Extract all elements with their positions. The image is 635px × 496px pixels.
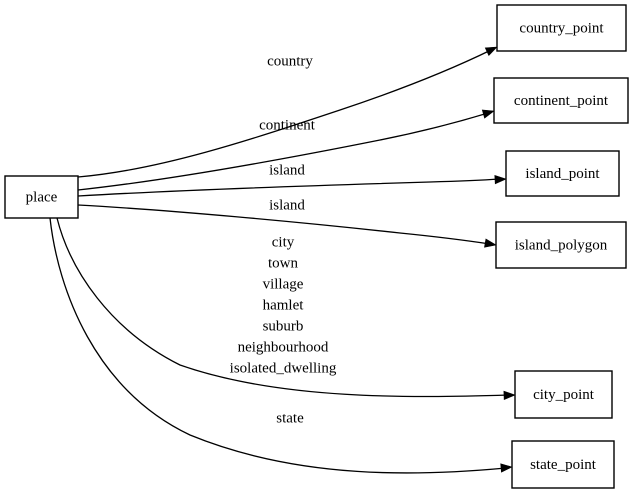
edge-place-to-continent_point[interactable] <box>77 107 495 191</box>
edge-label-text: country <box>267 53 313 69</box>
node-state_point[interactable]: state_point <box>511 440 615 489</box>
edge-label-line: town <box>268 255 299 271</box>
arrow-head-state_point <box>500 463 513 473</box>
node-box-island_polygon[interactable] <box>495 221 627 269</box>
edge-path-island_polygon[interactable] <box>77 204 491 245</box>
edge-label-island_point: island <box>269 162 305 178</box>
edge-label-text: continent <box>259 117 316 133</box>
edge-labels-layer: country continent island island city town vill… <box>230 53 337 426</box>
node-label-island_polygon: island_polygon <box>515 237 608 253</box>
node-label-place: place <box>26 189 58 205</box>
node-box-country_point[interactable] <box>496 4 627 52</box>
edge-label-line: village <box>263 276 304 292</box>
edge-path-continent_point[interactable] <box>77 112 489 191</box>
edge-label-text: state <box>276 410 304 426</box>
edge-path-state_point[interactable] <box>49 217 507 474</box>
node-box-city_point[interactable] <box>514 370 613 419</box>
node-place[interactable]: place <box>4 175 79 219</box>
arrow-head-country_point <box>484 46 498 56</box>
edge-label-line: hamlet <box>263 297 305 313</box>
edge-label-state_point: state <box>276 410 304 426</box>
edge-label-line: isolated_dwelling <box>230 360 337 376</box>
node-label-island_point: island_point <box>525 166 600 182</box>
edge-label-text: island <box>269 197 305 213</box>
arrow-head-city_point <box>503 390 516 401</box>
edge-label-line: neighbourhood <box>238 339 329 355</box>
edge-label-continent_point: continent <box>259 117 316 133</box>
edge-label-line: suburb <box>263 318 304 334</box>
edge-place-to-state_point[interactable] <box>49 217 513 474</box>
edge-path-city_point[interactable] <box>56 217 510 398</box>
edge-path-country_point[interactable] <box>77 49 492 178</box>
node-box-place[interactable] <box>4 175 79 219</box>
arrow-head-island_point <box>494 174 507 185</box>
node-city_point[interactable]: city_point <box>514 370 613 419</box>
edge-label-country_point: country <box>267 53 313 69</box>
node-label-country_point: country_point <box>519 20 604 36</box>
edge-label-line: city <box>272 234 295 250</box>
edge-label-text: island <box>269 162 305 178</box>
node-island_polygon[interactable]: island_polygon <box>495 221 627 269</box>
edge-place-to-country_point[interactable] <box>77 43 499 178</box>
edge-place-to-island_point[interactable] <box>77 174 507 197</box>
node-box-island_point[interactable] <box>505 150 620 197</box>
nodes-layer: place country_point continent_point island_… <box>4 4 629 489</box>
edge-label-island_polygon: island <box>269 197 305 213</box>
edge-place-to-island_polygon[interactable] <box>77 204 497 249</box>
arrow-head-continent_point <box>481 109 495 119</box>
node-continent_point[interactable]: continent_point <box>493 77 629 124</box>
edges-layer <box>49 43 516 474</box>
edge-path-island_point[interactable] <box>77 178 501 197</box>
node-label-city_point: city_point <box>533 387 595 403</box>
node-country_point[interactable]: country_point <box>496 4 627 52</box>
node-box-continent_point[interactable] <box>493 77 629 124</box>
arrow-head-island_polygon <box>484 238 497 248</box>
node-label-continent_point: continent_point <box>514 93 609 109</box>
node-box-state_point[interactable] <box>511 440 615 489</box>
node-label-state_point: state_point <box>530 457 597 473</box>
edge-place-to-city_point[interactable] <box>56 217 516 401</box>
node-island_point[interactable]: island_point <box>505 150 620 197</box>
edge-label-city_point: city town village hamlet suburb neighbourhood… <box>230 234 337 376</box>
